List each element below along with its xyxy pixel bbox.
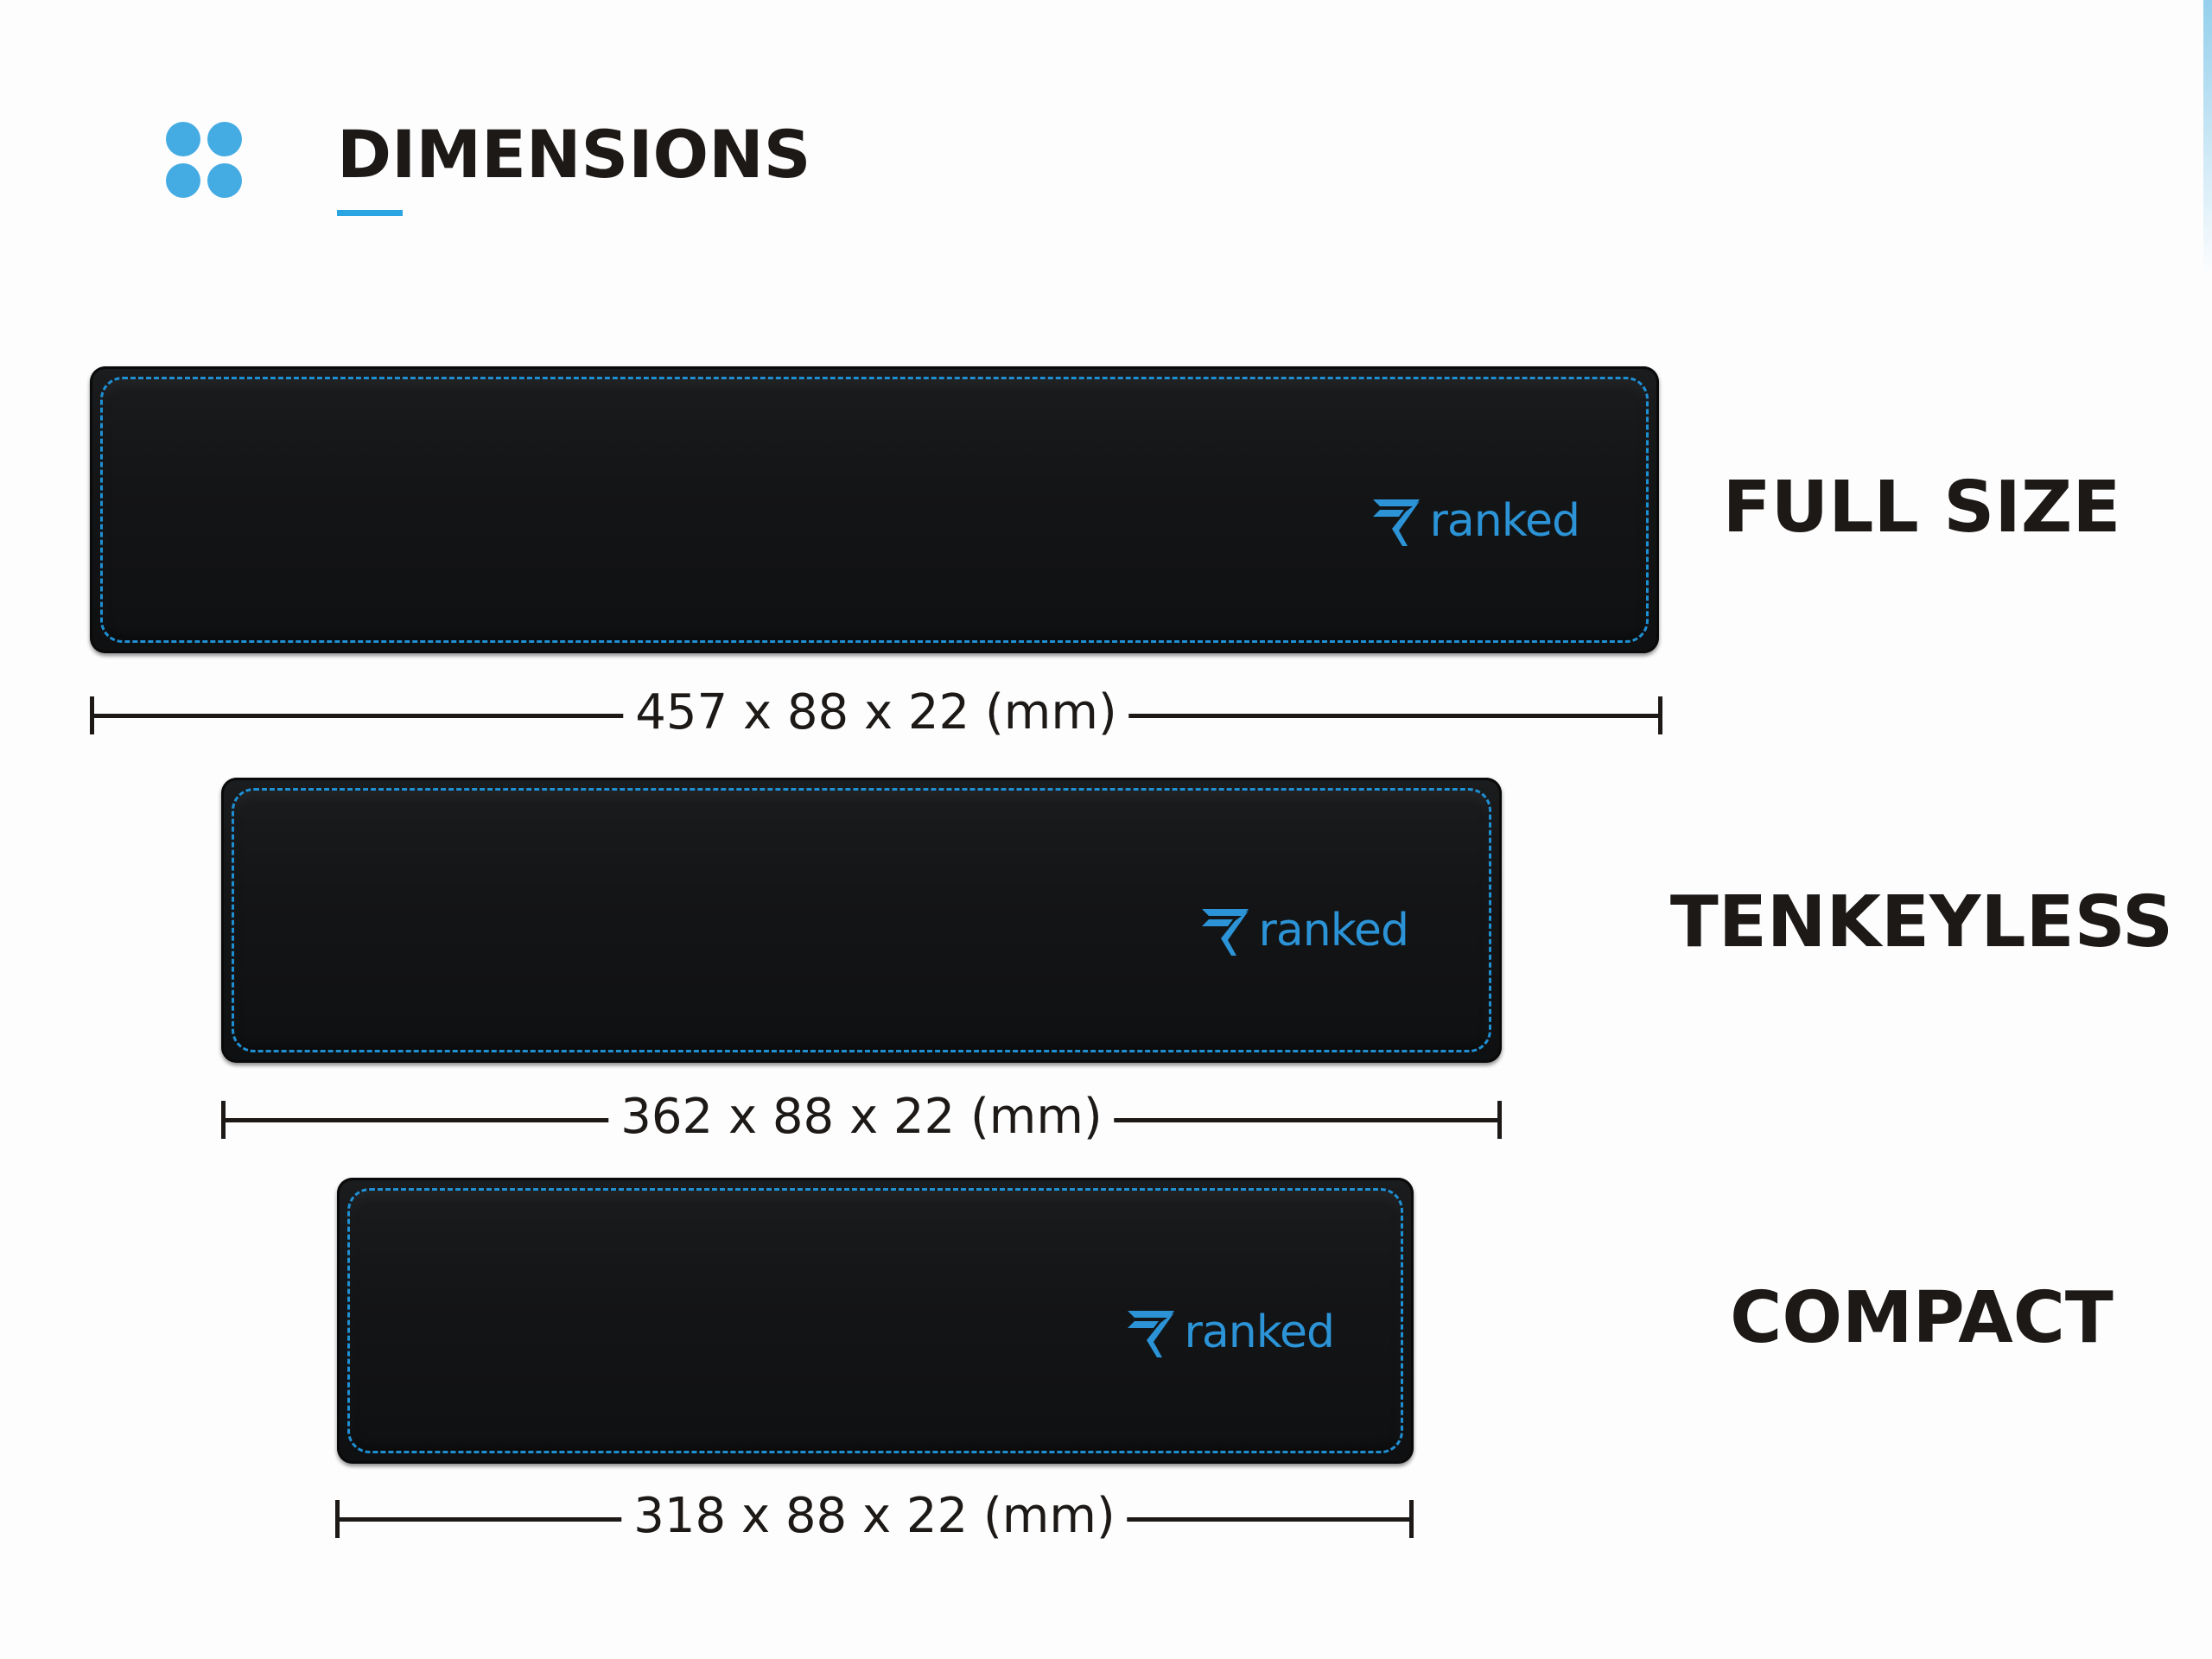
wrist-rest-tenkeyless: ranked [221,778,1502,1063]
four-dots-icon [166,122,242,198]
ranked-r-icon [1127,1311,1174,1357]
dimension-line-compact: 318 x 88 x 22 (mm) [335,1488,1414,1544]
dimension-line-full-size: 457 x 88 x 22 (mm) [90,684,1662,741]
dimension-label: 362 x 88 x 22 (mm) [608,1089,1115,1145]
edge-glow [2203,0,2212,276]
dimension-label: 318 x 88 x 22 (mm) [621,1488,1128,1544]
size-label-tenkeyless: TENKEYLESS [1669,881,2174,963]
ranked-r-icon [1201,909,1249,956]
ranked-logo: ranked [1370,494,1580,548]
size-label-full-size: FULL SIZE [1722,467,2121,549]
wrist-rest-full-size: ranked [90,366,1659,653]
wrist-rest-compact: ranked [337,1178,1414,1464]
title-underline [337,210,403,216]
dimension-line-tenkeyless: 362 x 88 x 22 (mm) [221,1089,1502,1145]
ranked-r-icon [1372,499,1420,546]
ranked-logo: ranked [1198,904,1409,957]
size-label-compact: COMPACT [1730,1277,2113,1359]
ranked-logo: ranked [1124,1306,1335,1359]
dimension-label: 457 x 88 x 22 (mm) [623,684,1129,741]
page-title: DIMENSIONS [337,116,811,193]
